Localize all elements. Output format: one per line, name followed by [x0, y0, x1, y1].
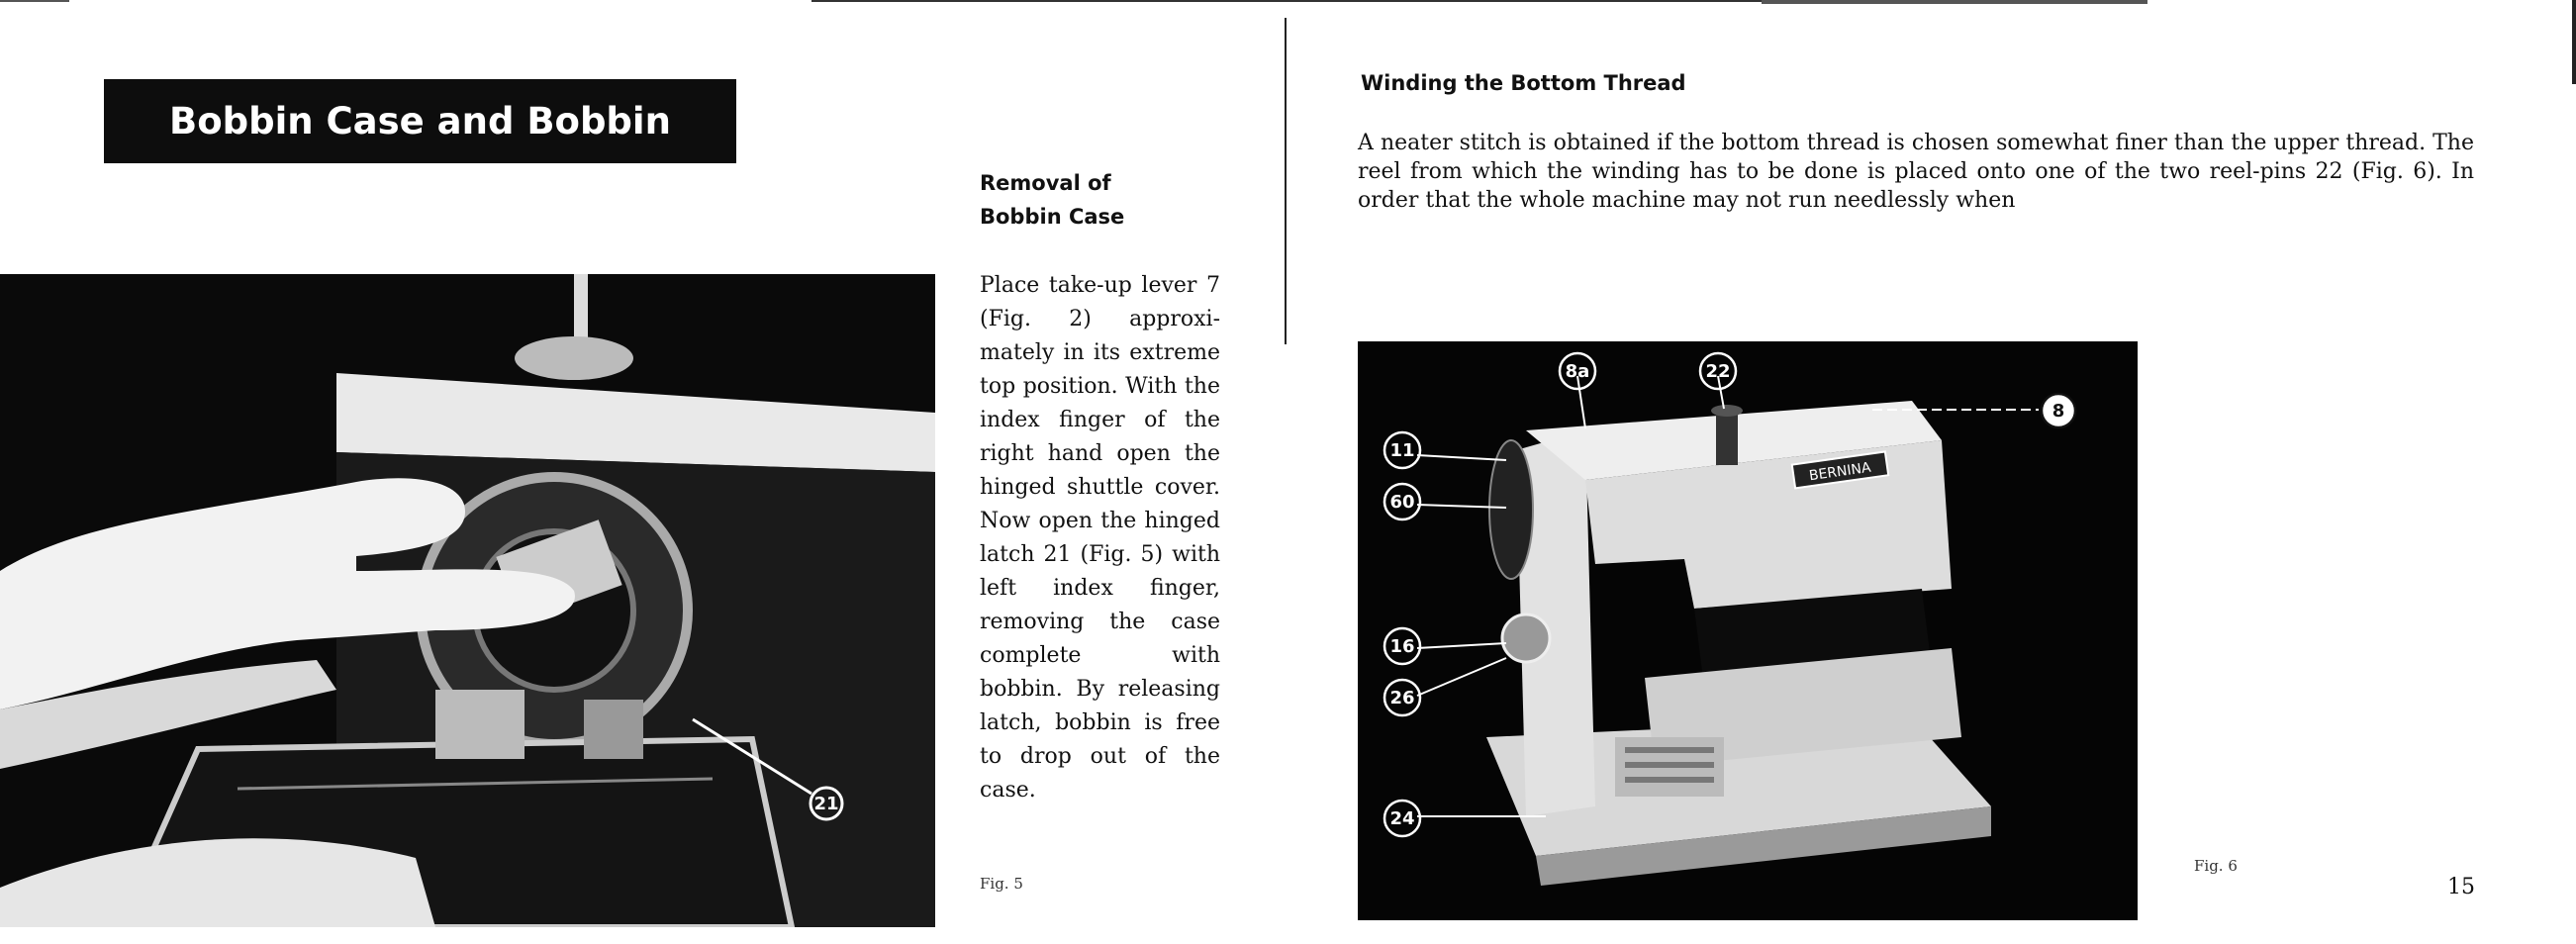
section-title-banner: Bobbin Case and Bobbin — [104, 79, 736, 163]
figure-6-callout-24: 24 — [1389, 808, 1414, 829]
page-number: 15 — [2447, 875, 2475, 899]
winding-paragraph: A neater stitch is obtained if the botto… — [1358, 131, 2474, 213]
section-title: Bobbin Case and Bobbin — [169, 100, 671, 142]
figure-5-label: Fig. 5 — [980, 875, 1023, 893]
winding-heading: Winding the Bottom Thread — [1361, 71, 1686, 95]
figure-6-callout-8: 8 — [2052, 401, 2065, 422]
figure-6-photo: BERNINA 8a 22 11 60 16 26 — [1358, 341, 2138, 920]
scan-edge-line — [811, 0, 2147, 2]
figure-6-callout-26: 26 — [1389, 688, 1414, 708]
figure-6-callout-60: 60 — [1389, 492, 1414, 513]
removal-heading-line-1: Removal of — [980, 171, 1111, 195]
figure-6-callout-16: 16 — [1389, 636, 1414, 657]
figure-5-photo: 21 — [0, 274, 935, 927]
removal-heading: Removal of Bobbin Case — [980, 166, 1227, 234]
page-gutter-divider — [1285, 18, 1287, 344]
removal-instructions: Place take-up lever 7 (Fig. 2) approxi­m… — [980, 273, 1220, 802]
figure-6-callout-22: 22 — [1705, 361, 1730, 382]
figure-6-callout-8a: 8a — [1566, 361, 1590, 382]
figure-5-callout-21: 21 — [813, 794, 838, 814]
figure-6-label: Fig. 6 — [2194, 857, 2238, 875]
figure-6-callout-11: 11 — [1389, 440, 1414, 461]
scan-edge-tick — [1762, 0, 2147, 4]
removal-heading-line-2: Bobbin Case — [980, 205, 1125, 229]
page-edge-mark — [2572, 0, 2576, 84]
figure-6-callout-8-marker: 8 — [2040, 392, 2077, 429]
scan-edge-tick — [0, 0, 69, 2]
